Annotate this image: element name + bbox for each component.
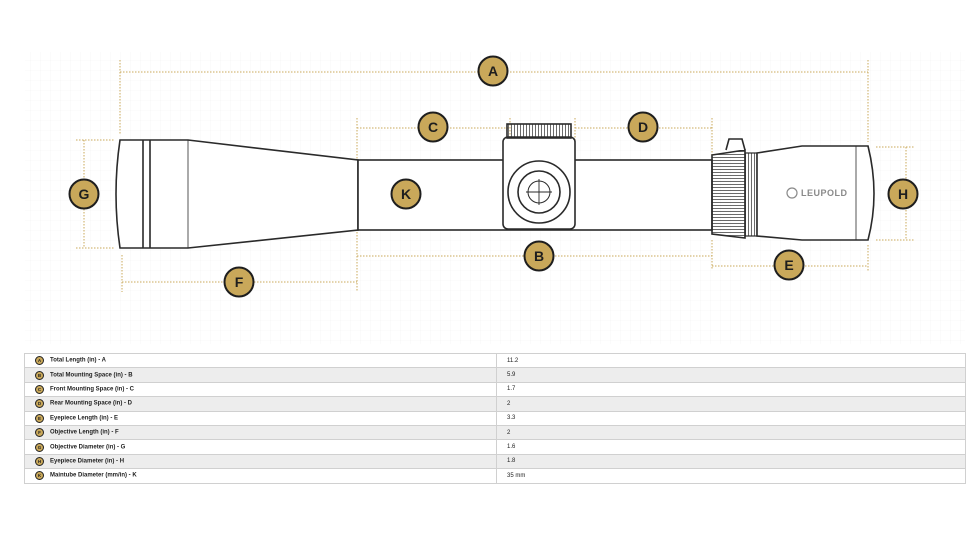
badge-e: E bbox=[773, 249, 805, 281]
badge-c-label: C bbox=[428, 119, 438, 135]
spec-value: 1.6 bbox=[496, 439, 966, 455]
scope-outline bbox=[115, 123, 875, 249]
badge-h: H bbox=[887, 178, 919, 210]
spec-value: 11.2 bbox=[496, 352, 966, 369]
mini-badge: H bbox=[35, 456, 44, 466]
mini-badge: A bbox=[35, 356, 44, 366]
badge-f: F bbox=[223, 266, 255, 298]
badge-a-label: A bbox=[488, 63, 498, 79]
badge-a: A bbox=[477, 55, 509, 87]
spec-value: 1.8 bbox=[496, 453, 966, 470]
elevation-turret-cap bbox=[506, 123, 572, 139]
badge-g: G bbox=[68, 178, 100, 210]
badge-d-label: D bbox=[638, 119, 648, 135]
scope-dimension-diagram: LEUPOLD A B C D E F G H K bbox=[25, 52, 965, 344]
objective-bell bbox=[115, 139, 359, 249]
mini-badge: E bbox=[35, 413, 44, 423]
badge-f-label: F bbox=[235, 274, 244, 290]
dimension-badges: A B C D E F G H K bbox=[68, 55, 919, 298]
spec-value: 5.9 bbox=[496, 367, 966, 383]
badge-g-label: G bbox=[79, 186, 90, 202]
brand-reticle-icon bbox=[786, 187, 798, 199]
mini-badge: D bbox=[35, 399, 44, 409]
mini-badge: B bbox=[35, 370, 44, 380]
badge-b-label: B bbox=[534, 248, 544, 264]
badge-k: K bbox=[390, 178, 422, 210]
brand-logo: LEUPOLD bbox=[786, 187, 848, 199]
spec-value: 2 bbox=[496, 396, 966, 412]
badge-b: B bbox=[523, 240, 555, 272]
badge-c: C bbox=[417, 111, 449, 143]
brand-name: LEUPOLD bbox=[801, 188, 848, 198]
spec-value: 1.7 bbox=[496, 381, 966, 398]
spec-value: 2 bbox=[496, 424, 966, 441]
badge-k-label: K bbox=[401, 186, 411, 202]
spec-value: 35 mm bbox=[496, 468, 966, 484]
badge-d: D bbox=[627, 111, 659, 143]
mini-badge: G bbox=[35, 442, 44, 452]
mini-badge: C bbox=[35, 384, 44, 394]
spec-value: 3.3 bbox=[496, 410, 966, 426]
magnification-ring bbox=[711, 149, 746, 239]
eyepiece-bell bbox=[756, 145, 875, 241]
badge-h-label: H bbox=[898, 186, 908, 202]
badge-e-label: E bbox=[784, 257, 793, 273]
mini-badge: K bbox=[35, 471, 44, 481]
mini-badge: F bbox=[35, 428, 44, 438]
